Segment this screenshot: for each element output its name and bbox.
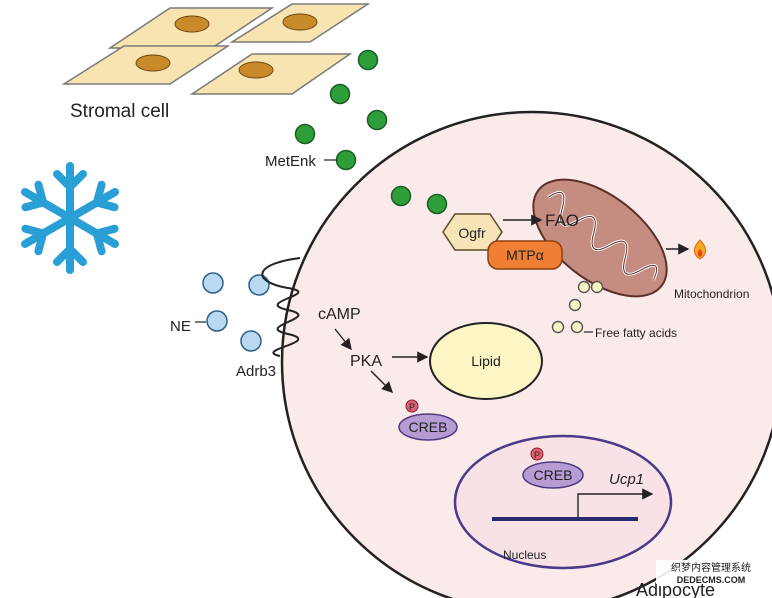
fatty-acid-dot <box>577 280 591 294</box>
fatty-acid-dot <box>551 320 565 334</box>
phospho-badge <box>405 399 419 413</box>
fatty-acid-dot <box>568 298 582 312</box>
nucleus <box>453 434 673 570</box>
mitochondrion <box>532 178 668 298</box>
phospho-badge-nucleus <box>530 447 544 461</box>
metenk-dot <box>426 193 448 215</box>
adrb3-label: Adrb3 <box>236 363 276 380</box>
creb-cytoplasm <box>398 413 458 441</box>
lipid-droplet <box>429 322 543 400</box>
metenk-label: MetEnk <box>265 153 316 170</box>
fatty-acid-dot <box>590 280 604 294</box>
creb-nucleus <box>522 461 584 489</box>
camp-label: cAMP <box>318 306 361 323</box>
metenk-dot <box>390 185 412 207</box>
ne-label: NE <box>170 318 191 335</box>
snowflake-icon <box>20 162 120 274</box>
ne-dot <box>248 274 270 296</box>
mitochondrion-label: Mitochondrion <box>674 287 749 301</box>
metenk-molecules <box>294 49 448 215</box>
metenk-dot <box>329 83 351 105</box>
fatty-acid-dot <box>570 320 584 334</box>
ne-dot <box>202 272 224 294</box>
ogfr-label: Ogfr <box>458 225 486 241</box>
stromal-cell-label: Stromal cell <box>70 101 169 122</box>
ogfr-receptor <box>442 213 503 251</box>
watermark-line1: 织梦内容管理系统 <box>671 561 751 574</box>
ucp1-label: Ucp1 <box>609 471 644 488</box>
stromal-nucleus-4 <box>238 61 274 79</box>
phospho-label-nucleus: P <box>534 450 540 460</box>
stromal-nucleus-3 <box>135 54 171 72</box>
creb-nucleus-label: CREB <box>534 467 573 483</box>
metenk-dot <box>357 49 379 71</box>
nucleus-label: Nucleus <box>503 548 546 562</box>
watermark-line2: DEDECMS.COM <box>677 575 746 585</box>
ne-molecules <box>202 272 270 352</box>
stromal-nucleus-1 <box>174 15 210 33</box>
metenk-dot <box>366 109 388 131</box>
phospho-label: P <box>409 402 415 412</box>
lipid-label: Lipid <box>471 353 501 369</box>
transcription-start-arrow <box>577 488 654 517</box>
adipocyte-label: Adipocyte <box>636 580 715 598</box>
metenk-dot <box>335 149 357 171</box>
adrb3-receptor <box>261 257 301 357</box>
stromal-cells <box>61 3 371 95</box>
pka-label: PKA <box>350 353 382 370</box>
mtpa-protein <box>487 240 563 270</box>
creb-cytoplasm-label: CREB <box>409 419 448 435</box>
pka-to-creb-arrow <box>370 370 393 393</box>
stromal-nucleus-2 <box>282 13 318 31</box>
ne-dot <box>240 330 262 352</box>
camp-to-pka-arrow <box>334 328 352 351</box>
free-fatty-acids <box>551 280 604 334</box>
ne-dot <box>206 310 228 332</box>
ffa-label: Free fatty acids <box>595 326 677 340</box>
mtpa-label: MTPα <box>506 247 544 263</box>
metenk-dot <box>294 123 316 145</box>
flame-icon <box>693 239 707 260</box>
watermark-backdrop <box>656 560 772 584</box>
fao-label: FAO <box>545 211 579 230</box>
